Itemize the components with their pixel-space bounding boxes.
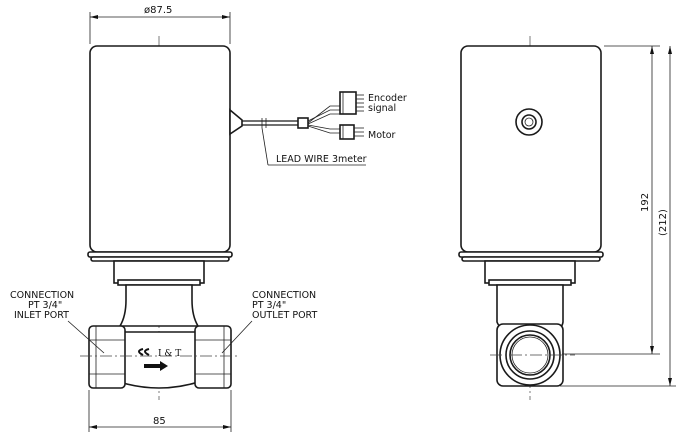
brand-logo: I & T — [138, 348, 181, 359]
outlet-label-line1: CONNECTION — [252, 290, 316, 301]
lead-wire-leader — [261, 127, 269, 166]
inlet-label-line1: CONNECTION — [10, 290, 74, 301]
outlet-leader — [221, 320, 253, 354]
outlet-label-line3: OUTLET PORT — [252, 310, 317, 321]
top-diameter-dimension: ø87.5 — [89, 5, 231, 44]
bottom-width-dimension: 85 — [88, 390, 232, 432]
inlet-leader — [67, 320, 105, 354]
encoder-label-line2: signal — [368, 103, 396, 114]
front-view: I & T — [10, 5, 407, 432]
side-view: 192 (212) — [458, 36, 676, 400]
lead-wire-label: LEAD WIRE 3meter — [276, 154, 367, 165]
side-actuator-housing — [460, 45, 602, 253]
height-dimension-outer: (212) — [560, 46, 676, 387]
height-dimension-inner: 192 — [562, 45, 660, 355]
flow-arrow-icon — [144, 361, 168, 371]
actuator-housing — [89, 45, 231, 253]
height-outer-value: (212) — [658, 209, 669, 236]
lead-wire — [229, 105, 340, 136]
motor-connector — [339, 124, 364, 140]
inlet-hex-port — [88, 325, 126, 389]
bottom-width-value: 85 — [153, 416, 166, 427]
motor-label: Motor — [368, 130, 396, 141]
inlet-label-line2: PT 3/4" — [28, 300, 62, 311]
encoder-label-line1: Encoder — [368, 93, 407, 104]
outlet-hex-port — [194, 325, 232, 389]
encoder-connector — [339, 91, 364, 115]
brand-text: I & T — [158, 349, 181, 359]
outlet-label-line2: PT 3/4" — [252, 300, 286, 311]
side-knob — [515, 108, 543, 136]
valve-upper-body — [118, 284, 200, 327]
inlet-label-line3: INLET PORT — [14, 310, 69, 321]
height-inner-value: 192 — [640, 193, 651, 212]
top-diameter-value: ø87.5 — [144, 5, 172, 16]
